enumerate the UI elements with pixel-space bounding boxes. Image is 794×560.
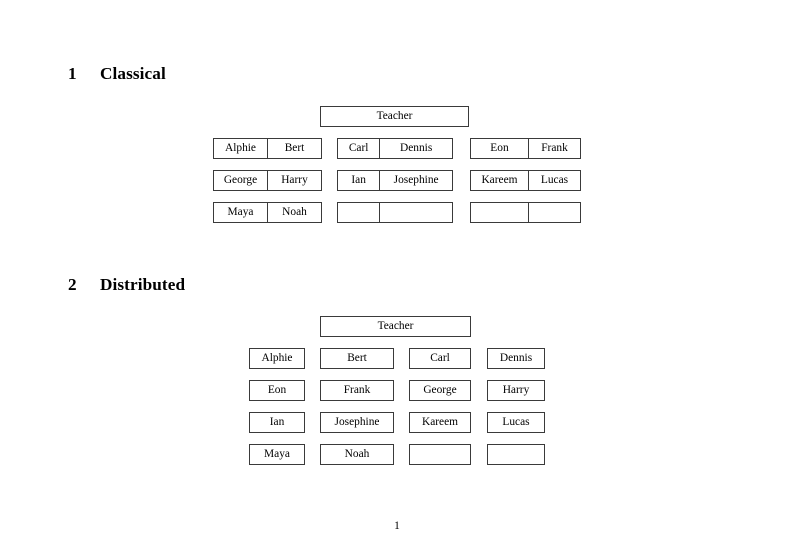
- section-title: Classical: [100, 64, 166, 83]
- worker-box[interactable]: Harry: [487, 380, 545, 401]
- table-row[interactable]: Alphie Bert: [213, 138, 322, 159]
- table-cell[interactable]: Alphie: [224, 142, 256, 154]
- worker-box[interactable]: Noah: [320, 444, 394, 465]
- table-cell[interactable]: Lucas: [527, 171, 580, 190]
- worker-box[interactable]: [487, 444, 545, 465]
- worker-box[interactable]: Dennis: [487, 348, 545, 369]
- table-row[interactable]: [337, 202, 453, 223]
- worker-box[interactable]: Kareem: [409, 412, 471, 433]
- table-cell[interactable]: Ian: [351, 174, 366, 186]
- table-cell[interactable]: Josephine: [379, 171, 452, 190]
- table-cell[interactable]: [471, 203, 528, 222]
- worker-box[interactable]: Bert: [320, 348, 394, 369]
- section-title: Distributed: [100, 275, 186, 294]
- table-cell[interactable]: Carl: [348, 142, 369, 154]
- worker-box[interactable]: Alphie: [249, 348, 305, 369]
- worker-box[interactable]: George: [409, 380, 471, 401]
- section-heading-classical: 1 Classical: [68, 64, 166, 84]
- worker-box[interactable]: Josephine: [320, 412, 394, 433]
- teacher-box-distributed[interactable]: Teacher: [320, 316, 471, 337]
- worker-box[interactable]: Lucas: [487, 412, 545, 433]
- worker-box[interactable]: Maya: [249, 444, 305, 465]
- table-cell[interactable]: [527, 203, 580, 222]
- table-row[interactable]: Eon Frank: [470, 138, 581, 159]
- table-cell[interactable]: Dennis: [379, 139, 452, 158]
- table-row[interactable]: Ian Josephine: [337, 170, 453, 191]
- table-row[interactable]: Maya Noah: [213, 202, 322, 223]
- page-number: 1: [394, 520, 400, 532]
- table-cell[interactable]: [338, 203, 379, 222]
- table-cell[interactable]: Kareem: [481, 174, 518, 186]
- table-cell[interactable]: Noah: [267, 203, 321, 222]
- table-cell[interactable]: Bert: [267, 139, 321, 158]
- worker-box[interactable]: Ian: [249, 412, 305, 433]
- section-number: 2: [68, 275, 77, 294]
- worker-box[interactable]: Frank: [320, 380, 394, 401]
- table-cell[interactable]: Harry: [267, 171, 321, 190]
- section-heading-distributed: 2 Distributed: [68, 275, 185, 295]
- table-row[interactable]: [470, 202, 581, 223]
- worker-box[interactable]: Eon: [249, 380, 305, 401]
- table-cell[interactable]: Frank: [527, 139, 580, 158]
- teacher-box-classical[interactable]: Teacher: [320, 106, 469, 127]
- worker-box[interactable]: Carl: [409, 348, 471, 369]
- worker-box[interactable]: [409, 444, 471, 465]
- table-cell[interactable]: [379, 203, 452, 222]
- section-number: 1: [68, 64, 77, 83]
- table-row[interactable]: Carl Dennis: [337, 138, 453, 159]
- table-cell[interactable]: Eon: [490, 142, 509, 154]
- table-row[interactable]: George Harry: [213, 170, 322, 191]
- table-cell[interactable]: Maya: [227, 206, 254, 218]
- table-row[interactable]: Kareem Lucas: [470, 170, 581, 191]
- table-cell[interactable]: George: [223, 174, 258, 186]
